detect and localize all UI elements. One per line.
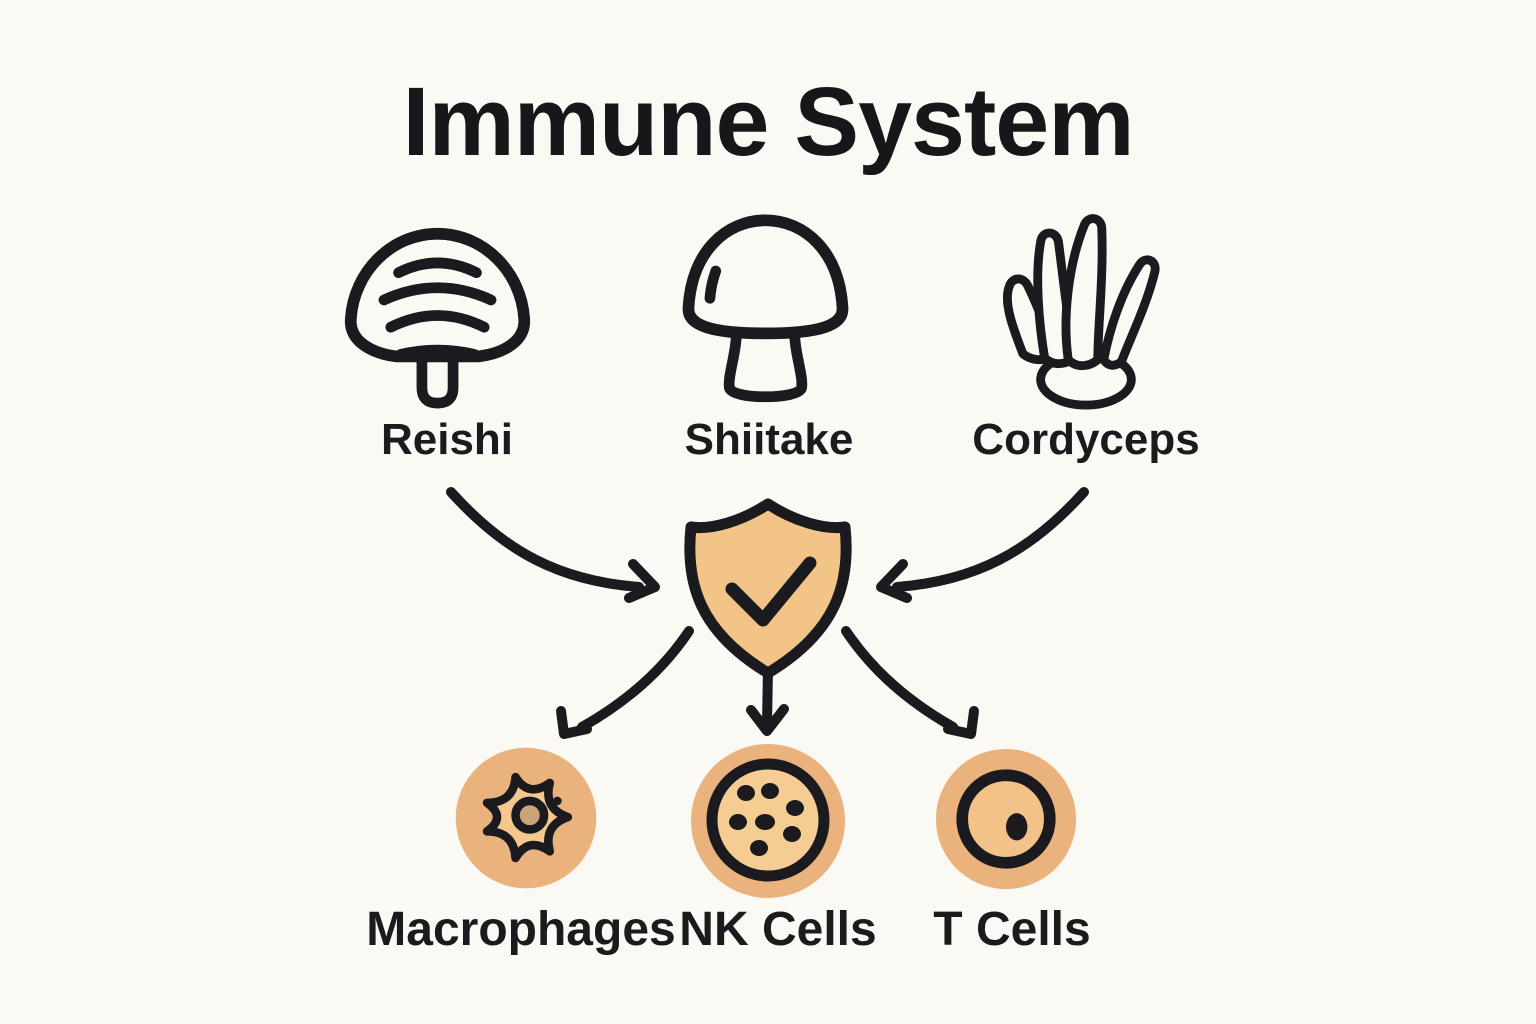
reishi-label: Reishi <box>380 415 514 464</box>
macrophage-cell-icon <box>455 747 597 889</box>
cordyceps-label: Cordyceps <box>972 415 1200 464</box>
checkmark-icon <box>725 556 817 627</box>
cordyceps-mushroom-icon <box>1002 214 1160 410</box>
nk-granule-dots <box>729 783 804 856</box>
arrow-shield-to-t-cells <box>841 626 979 739</box>
shield-check-icon <box>684 498 852 679</box>
nk-cell-icon <box>691 744 845 898</box>
macrophage-granule-dot <box>553 796 562 806</box>
arrow-shield-to-macrophages <box>556 626 694 739</box>
shiitake-label: Shiitake <box>684 415 854 464</box>
nk-cells-label: NK Cells <box>679 903 877 956</box>
t-cell-icon <box>935 748 1077 890</box>
t-cells-label: T Cells <box>933 903 1091 956</box>
arrow-cordyceps-to-shield <box>876 487 1089 603</box>
t-cell-nucleus <box>1006 813 1028 841</box>
arrow-reishi-to-shield <box>446 487 660 603</box>
shiitake-mushroom-icon <box>682 214 849 403</box>
reishi-mushroom-icon <box>344 227 531 409</box>
macrophages-label: Macrophages <box>366 903 676 956</box>
page-title: Immune System <box>402 67 1135 176</box>
